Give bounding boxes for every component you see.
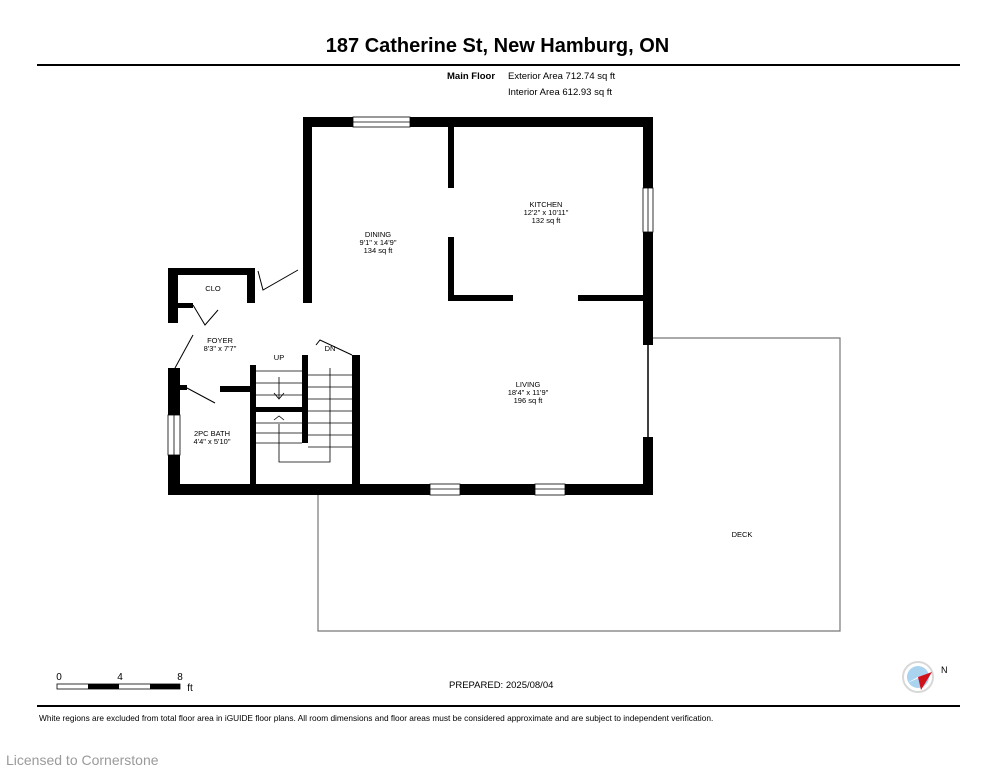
scale-bar: 0 4 8 ft xyxy=(56,672,193,694)
closet-name: CLO xyxy=(205,284,221,293)
compass-icon: N xyxy=(902,661,948,693)
dining-area: 134 sq ft xyxy=(364,246,394,255)
scale-tick-4: 4 xyxy=(117,672,123,683)
scale-tick-0: 0 xyxy=(56,672,62,683)
windows xyxy=(167,116,654,496)
scale-tick-8: 8 xyxy=(177,672,183,683)
prepared-date: PREPARED: 2025/08/04 xyxy=(449,680,554,691)
foyer-name: FOYER xyxy=(207,336,233,345)
compass-north-label: N xyxy=(941,665,948,675)
scale-unit: ft xyxy=(187,683,193,694)
walls xyxy=(168,117,653,495)
kitchen-area: 132 sq ft xyxy=(532,216,562,225)
watermark: Licensed to Cornerstone xyxy=(6,752,159,768)
stairs-up-label: UP xyxy=(274,353,284,362)
floor-label: Main Floor xyxy=(447,71,496,82)
bath-name: 2PC BATH xyxy=(194,429,230,438)
stair-treads xyxy=(256,368,352,463)
bath-dims: 4'4" x 5'10" xyxy=(194,437,231,446)
exterior-area: Exterior Area 712.74 sq ft xyxy=(508,71,616,82)
stairs-down-label: DN xyxy=(325,344,336,353)
door-swings xyxy=(174,269,353,404)
kitchen-dims: 12'2" x 10'11" xyxy=(524,208,569,217)
dining-name: DINING xyxy=(365,230,391,239)
interior-area: Interior Area 612.93 sq ft xyxy=(508,87,613,98)
disclaimer: White regions are excluded from total fl… xyxy=(39,713,714,723)
kitchen-name: KITCHEN xyxy=(530,200,563,209)
title-divider xyxy=(37,64,960,66)
footer-divider xyxy=(37,705,960,707)
dining-dims: 9'1" x 14'9" xyxy=(360,238,397,247)
page-title: 187 Catherine St, New Hamburg, ON xyxy=(325,35,670,57)
deck-outline xyxy=(317,337,841,632)
deck-name: DECK xyxy=(732,530,753,539)
living-area: 196 sq ft xyxy=(514,396,544,405)
room-labels: KITCHEN 12'2" x 10'11" 132 sq ft DINING … xyxy=(194,200,753,539)
living-name: LIVING xyxy=(516,380,541,389)
living-dims: 18'4" x 11'9" xyxy=(508,388,549,397)
foyer-dims: 8'3" x 7'7" xyxy=(204,344,237,353)
